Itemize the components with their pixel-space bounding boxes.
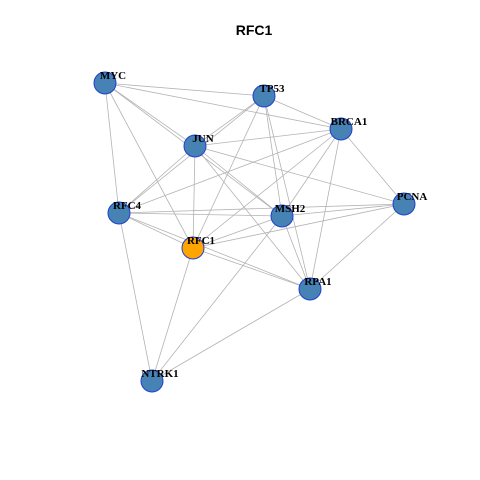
edge-brca1-jun <box>194 128 342 147</box>
edge-layer <box>104 82 405 382</box>
edge-myc-rfc4 <box>104 82 120 214</box>
edge-brca1-pcna <box>340 128 405 205</box>
edge-msh2-rpa1 <box>281 215 311 290</box>
edge-pcna-msh2 <box>281 203 405 217</box>
edge-brca1-rfc1 <box>192 128 342 249</box>
edge-brca1-msh2 <box>281 128 342 217</box>
node-label-rfc4: RFC4 <box>113 200 142 212</box>
node-label-jun: JUN <box>192 133 213 145</box>
edge-tp53-jun <box>194 95 265 147</box>
edge-pcna-rfc1 <box>192 203 405 249</box>
diagram-title: RFC1 <box>236 22 273 38</box>
node-circle-brca1 <box>329 117 353 141</box>
edge-rfc4-rfc1 <box>118 212 194 249</box>
node-circle-msh2 <box>270 204 294 228</box>
node-ntrk1: NTRK1 <box>140 368 179 393</box>
edge-rfc4-msh2 <box>118 212 283 217</box>
edge-brca1-rfc4 <box>118 128 342 214</box>
node-rfc4: RFC4 <box>107 200 142 225</box>
node-circle-rpa1 <box>298 277 322 301</box>
node-pcna: PCNA <box>392 191 428 216</box>
node-label-rfc1: RFC1 <box>187 235 215 247</box>
edge-pcna-rpa1 <box>309 203 405 290</box>
node-tp53: TP53 <box>252 83 285 108</box>
edge-rpa1-ntrk1 <box>151 288 311 382</box>
node-label-brca1: BRCA1 <box>331 116 368 128</box>
edge-tp53-msh2 <box>263 95 283 217</box>
node-label-myc: MYC <box>100 70 126 82</box>
edge-rfc4-rpa1 <box>118 212 311 290</box>
node-msh2: MSH2 <box>270 203 306 228</box>
node-circle-rfc4 <box>107 201 131 225</box>
node-circle-jun <box>183 134 207 158</box>
edge-myc-jun <box>104 82 196 147</box>
node-rpa1: RPA1 <box>298 276 332 301</box>
node-brca1: BRCA1 <box>329 116 368 141</box>
node-label-rpa1: RPA1 <box>304 276 331 288</box>
edge-rfc4-ntrk1 <box>118 212 153 382</box>
edge-jun-rpa1 <box>194 145 311 290</box>
edge-rfc1-rpa1 <box>192 247 311 290</box>
node-circle-myc <box>93 71 117 95</box>
edge-jun-rfc4 <box>118 145 196 214</box>
edge-rfc1-ntrk1 <box>151 247 194 382</box>
edge-brca1-rpa1 <box>309 128 342 290</box>
edge-pcna-rfc4 <box>118 203 405 214</box>
edge-jun-rfc1 <box>192 145 196 249</box>
edge-jun-pcna <box>194 145 405 205</box>
node-circle-pcna <box>392 192 416 216</box>
edge-tp53-brca1 <box>263 95 342 130</box>
edge-jun-msh2 <box>194 145 283 217</box>
edge-tp53-rpa1 <box>263 95 311 290</box>
node-label-tp53: TP53 <box>259 83 285 95</box>
node-circle-ntrk1 <box>140 369 164 393</box>
node-rfc1: RFC1 <box>181 235 215 260</box>
node-label-ntrk1: NTRK1 <box>141 368 178 380</box>
node-circle-rfc1 <box>181 236 205 260</box>
node-jun: JUN <box>183 133 214 158</box>
node-circle-tp53 <box>252 84 276 108</box>
edge-msh2-rfc1 <box>192 215 283 249</box>
edge-myc-brca1 <box>104 82 342 130</box>
edge-myc-rfc1 <box>104 82 194 249</box>
edge-tp53-rfc1 <box>192 95 265 249</box>
node-myc: MYC <box>93 70 126 95</box>
node-label-pcna: PCNA <box>397 191 428 203</box>
edge-myc-tp53 <box>104 82 265 97</box>
node-label-msh2: MSH2 <box>275 203 306 215</box>
edge-msh2-ntrk1 <box>151 215 283 382</box>
